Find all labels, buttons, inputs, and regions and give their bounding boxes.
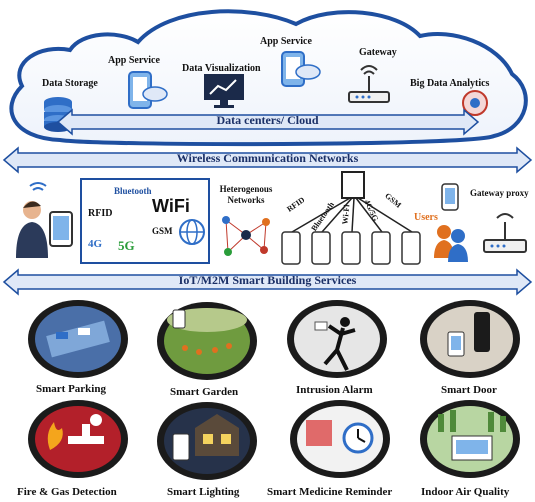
cloud-shape	[9, 9, 528, 147]
service-label: Smart Garden	[170, 386, 239, 398]
monitor-chart-icon	[204, 74, 244, 108]
services-banner-label: IoT/M2M Smart Building Services	[178, 273, 357, 287]
tech-logo-rfid: RFID	[88, 208, 113, 219]
intruder-alarm-icon	[287, 300, 387, 378]
service-label: Indoor Air Quality	[421, 486, 510, 498]
smart-house-light-icon	[157, 402, 257, 480]
services-banner-arrow	[2, 268, 533, 296]
service-label: Smart Medicine Reminder	[267, 486, 393, 498]
cloud-service-label: Data Storage	[42, 78, 98, 89]
tech-logo-gsm: GSM	[152, 226, 173, 236]
tech-logo-5g: 5G	[118, 238, 135, 253]
router-icon	[483, 213, 527, 253]
cloud-banner-arrow	[56, 108, 480, 136]
air-quality-icon	[420, 400, 520, 478]
user-with-phone-icon	[16, 182, 73, 258]
service-label: Smart Lighting	[167, 486, 240, 498]
phone-cloud-icon	[128, 71, 168, 109]
users-icon	[434, 183, 468, 262]
cloud-banner-label: Data centers/ Cloud	[216, 113, 319, 127]
wireless-banner-label: Wireless Communication Networks	[176, 151, 359, 165]
gateway-proxy-label: Gateway proxy	[470, 188, 529, 198]
service-label: Intrusion Alarm	[296, 384, 373, 396]
cloud-service-label: App Service	[108, 55, 160, 66]
cloud-service-label: App Service	[260, 36, 312, 47]
smart-lock-icon	[420, 300, 520, 378]
service-label: Fire & Gas Detection	[17, 486, 117, 498]
network-mesh-icon	[222, 216, 270, 256]
globe-icon	[179, 219, 205, 245]
tech-logo-bluetooth: Bluetooth	[114, 186, 152, 196]
database-icon	[44, 97, 72, 132]
fire-gas-icon	[28, 400, 128, 478]
cloud-service-label: Gateway	[359, 47, 397, 58]
service-label: Smart Parking	[36, 383, 106, 395]
garden-icon	[157, 302, 257, 380]
wireless-banner-arrow	[2, 146, 533, 174]
cloud-service-label: Data Visualization	[182, 63, 261, 74]
heterogeneous-networks-label: Heterogenous Networks	[219, 184, 273, 205]
phone-cloud-icon	[281, 51, 321, 87]
cloud-service-label: Big Data Analytics	[410, 78, 490, 89]
router-icon	[348, 65, 390, 103]
tech-logo-4g: 4G	[88, 238, 103, 250]
medicine-clock-icon	[290, 400, 390, 478]
parking-lot-icon	[28, 300, 128, 378]
analytics-gear-icon	[462, 90, 488, 116]
gateway-fanout	[281, 171, 421, 265]
users-label: Users	[414, 212, 438, 223]
service-label: Smart Door	[441, 384, 497, 396]
tech-logo-wifi: WiFi	[152, 196, 190, 216]
link-label-wifi: Wi-Fi	[340, 204, 352, 225]
